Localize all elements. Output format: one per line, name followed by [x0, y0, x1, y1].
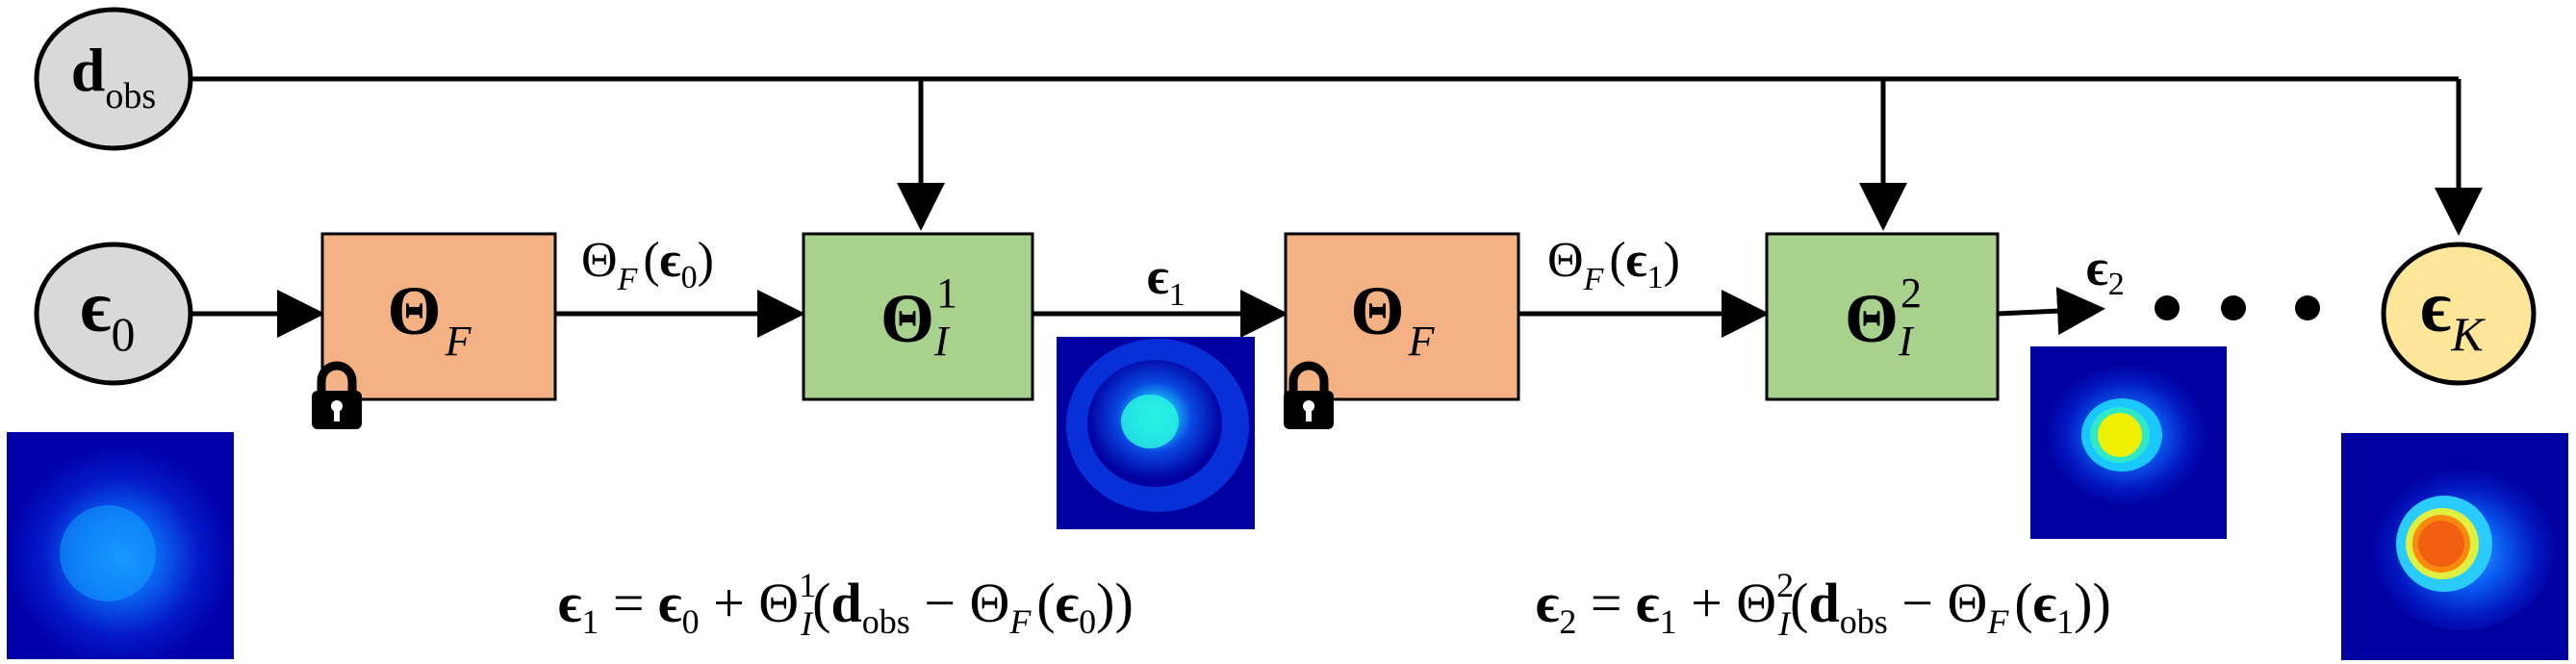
inverse1-theta: Θ — [880, 280, 934, 357]
label-theta-f-eps0: ΘF(ϵ0) — [581, 233, 714, 297]
eps-0-main: ϵ — [81, 267, 112, 347]
map-eps0 — [7, 432, 234, 659]
forward1-sub: F — [445, 318, 472, 365]
label-theta-f-eps1: ΘF(ϵ1) — [1547, 233, 1680, 297]
svg-text:ΘF: ΘF — [1351, 272, 1436, 365]
connectors — [191, 76, 2483, 338]
forward2-sub: F — [1408, 318, 1436, 365]
label-eps2: ϵ2 — [2086, 239, 2125, 302]
node-eps-0: ϵ0 — [34, 242, 193, 386]
map-epsK — [2341, 433, 2568, 660]
inverse2-sub: I — [1898, 318, 1915, 365]
node-eps-K: ϵK — [2381, 242, 2537, 386]
svg-text:ΘF: ΘF — [388, 272, 472, 365]
inverse2-sup: 2 — [1900, 269, 1922, 317]
forward2-theta: Θ — [1351, 272, 1405, 349]
lock-icon — [312, 361, 362, 429]
inverse1-sup: 1 — [936, 269, 957, 317]
svg-text:Θ1I: Θ1I — [880, 269, 957, 365]
inverse2-to-eps2-arrow — [1997, 287, 2105, 336]
forward1-theta: Θ — [388, 272, 442, 349]
svg-text:Θ2I: Θ2I — [1845, 269, 1922, 365]
eps-K-main: ϵ — [2420, 267, 2451, 347]
ellipsis-dots — [2155, 295, 2320, 320]
inverse1-sub: I — [933, 318, 951, 365]
svg-text:ϵK: ϵK — [2420, 267, 2486, 361]
forward-block-1: ΘF — [320, 232, 557, 401]
lock-icon — [1284, 361, 1334, 429]
map-eps2 — [2030, 346, 2227, 539]
eps-0-sub: 0 — [112, 307, 136, 361]
d-obs-sub: obs — [105, 76, 156, 116]
eps-K-sub: K — [2450, 307, 2486, 361]
map-eps1 — [1057, 337, 1255, 529]
label-eps1: ϵ1 — [1147, 247, 1186, 313]
svg-text:dobs: dobs — [71, 36, 156, 116]
inverse2-theta: Θ — [1845, 280, 1899, 357]
svg-text:ϵ0: ϵ0 — [81, 267, 136, 361]
node-d-obs: dobs — [34, 7, 193, 151]
d-obs-main: d — [71, 36, 106, 104]
